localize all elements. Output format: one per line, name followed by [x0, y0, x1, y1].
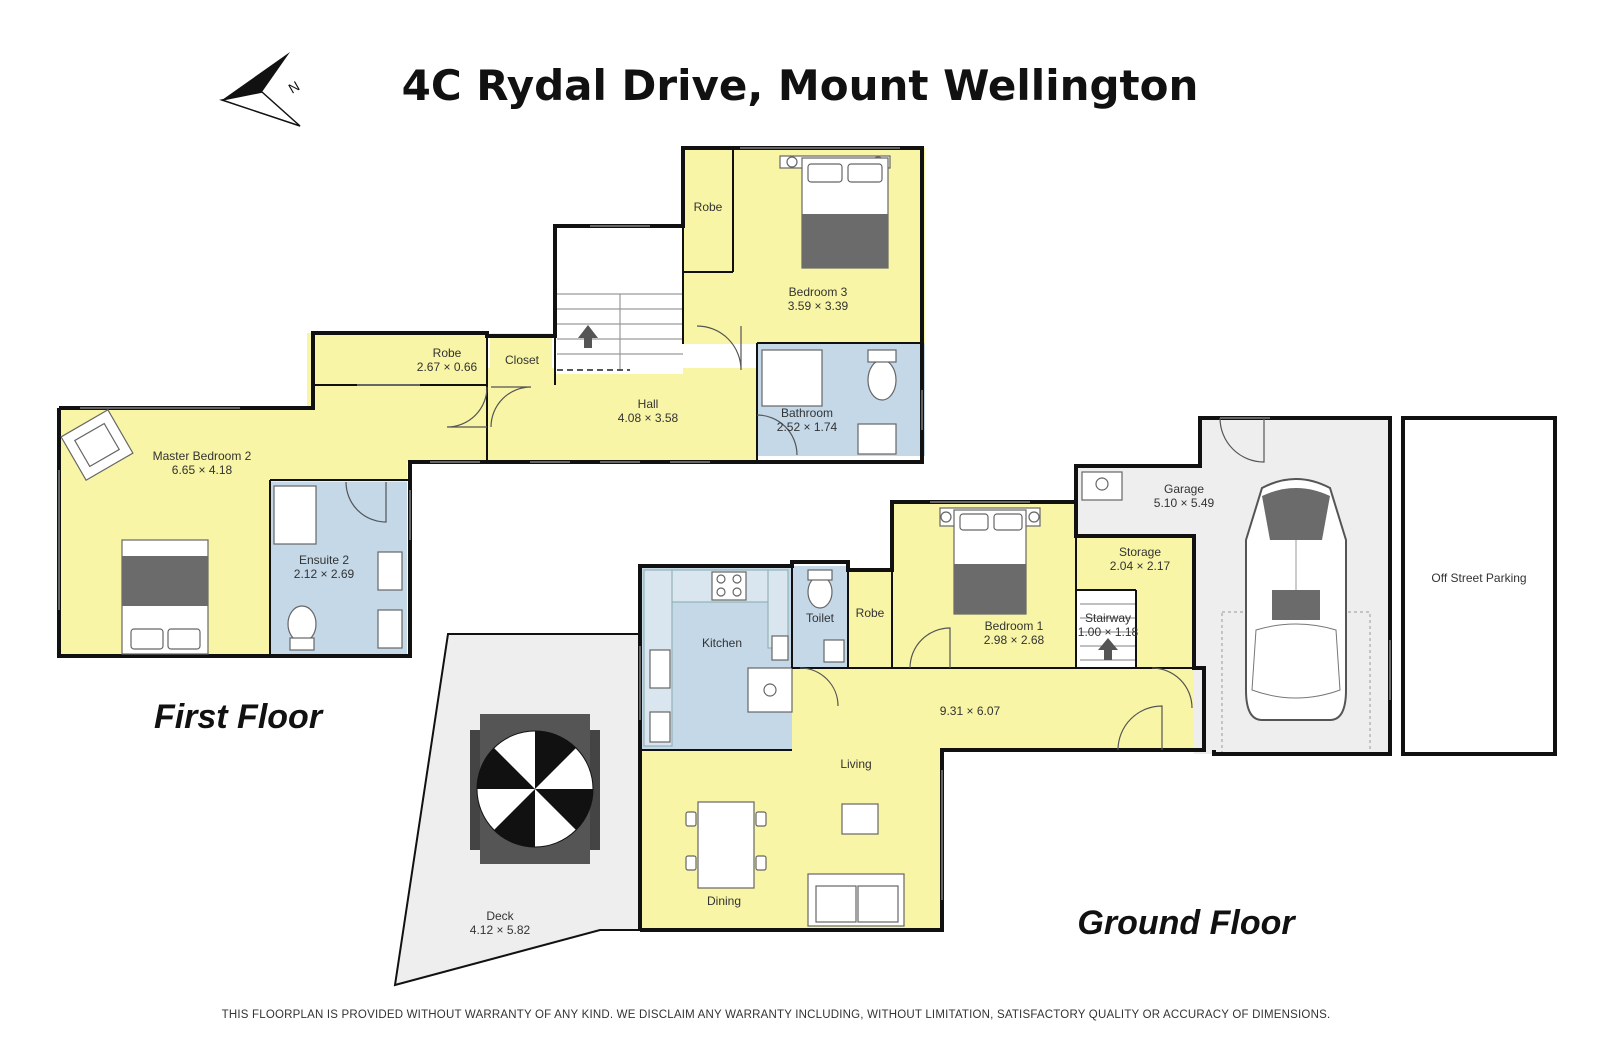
garage-label: Garage [1164, 482, 1204, 496]
vanity-icon [377, 551, 403, 591]
dining-table-icon [685, 801, 767, 889]
living-label: Living [840, 757, 871, 771]
dining-label: Dining [707, 894, 741, 908]
stove-icon [711, 571, 747, 601]
shower-icon [273, 485, 317, 545]
offstreet-label: Off Street Parking [1431, 571, 1526, 585]
basin-icon [857, 423, 897, 455]
master-dims: 6.65 × 4.18 [172, 463, 233, 477]
master-label: Master Bedroom 2 [153, 449, 252, 463]
double-bed-icon [939, 507, 1041, 615]
bathroom-label: Bathroom [781, 406, 833, 420]
room-labels: Robe Bedroom 3 3.59 × 3.39 Robe 2.67 × 0… [153, 200, 1527, 937]
toilet-label: Toilet [806, 611, 835, 625]
sink-icon [649, 649, 671, 689]
bathroom-dims: 2.52 × 1.74 [777, 420, 838, 434]
disclaimer: THIS FLOORPLAN IS PROVIDED WITHOUT WARRA… [222, 1009, 1331, 1021]
compass-icon: N [219, 52, 303, 127]
stair-well [555, 226, 683, 374]
stairs-first [557, 293, 683, 371]
robe-top-label: Robe [694, 200, 723, 214]
toilet-icon [807, 575, 833, 609]
armchair-icon [60, 409, 134, 481]
toilet-icon [287, 605, 317, 643]
living-dims: 9.31 × 6.07 [940, 704, 1001, 718]
robe-ground-label: Robe [856, 606, 885, 620]
first-floor-title: First Floor [154, 698, 324, 736]
double-bed-icon [121, 539, 209, 655]
storage-label: Storage [1119, 545, 1161, 559]
double-bed-icon [779, 155, 891, 269]
ground-floor-title: Ground Floor [1077, 904, 1296, 942]
robe-long-label: Robe [433, 346, 462, 360]
stairs-ground [1080, 603, 1136, 661]
ensuite-label: Ensuite 2 [299, 553, 349, 567]
deck-dims: 4.12 × 5.82 [470, 923, 531, 937]
stairway-dims: 1.00 × 1.18 [1078, 625, 1139, 639]
garage-dims: 5.10 × 5.49 [1154, 496, 1215, 510]
hall-area [487, 368, 757, 463]
robe-top-area [683, 148, 733, 272]
coffee-table-icon [841, 803, 879, 835]
bedroom1-dims: 2.98 × 2.68 [984, 633, 1045, 647]
basin-icon [823, 639, 845, 663]
appliance-icon [649, 711, 671, 743]
sofa-icon [807, 873, 905, 927]
compass-north-letter: N [286, 78, 303, 97]
deck-label: Deck [486, 909, 514, 923]
bedroom1-label: Bedroom 1 [985, 619, 1044, 633]
ensuite-dims: 2.12 × 2.69 [294, 567, 355, 581]
umbrella-table-icon [470, 714, 600, 864]
robe-long-dims: 2.67 × 0.66 [417, 360, 478, 374]
storage-dims: 2.04 × 2.17 [1110, 559, 1171, 573]
bedroom3-label: Bedroom 3 [789, 285, 848, 299]
hall-dims: 4.08 × 3.58 [618, 411, 679, 425]
bathtub-icon [761, 349, 823, 407]
hall-label: Hall [638, 397, 659, 411]
closet-label: Closet [505, 353, 540, 367]
first-floor [57, 146, 925, 658]
off-street-parking-area [1401, 416, 1557, 756]
plan-title: 4C Rydal Drive, Mount Wellington [402, 61, 1199, 110]
car-icon [1221, 478, 1371, 755]
ground-floor [393, 416, 1557, 987]
toilet-icon [867, 359, 897, 401]
stairway-label: Stairway [1085, 611, 1131, 625]
bedroom3-dims: 3.59 × 3.39 [788, 299, 849, 313]
robe-ground-area [848, 570, 892, 668]
kitchen-label: Kitchen [702, 636, 742, 650]
